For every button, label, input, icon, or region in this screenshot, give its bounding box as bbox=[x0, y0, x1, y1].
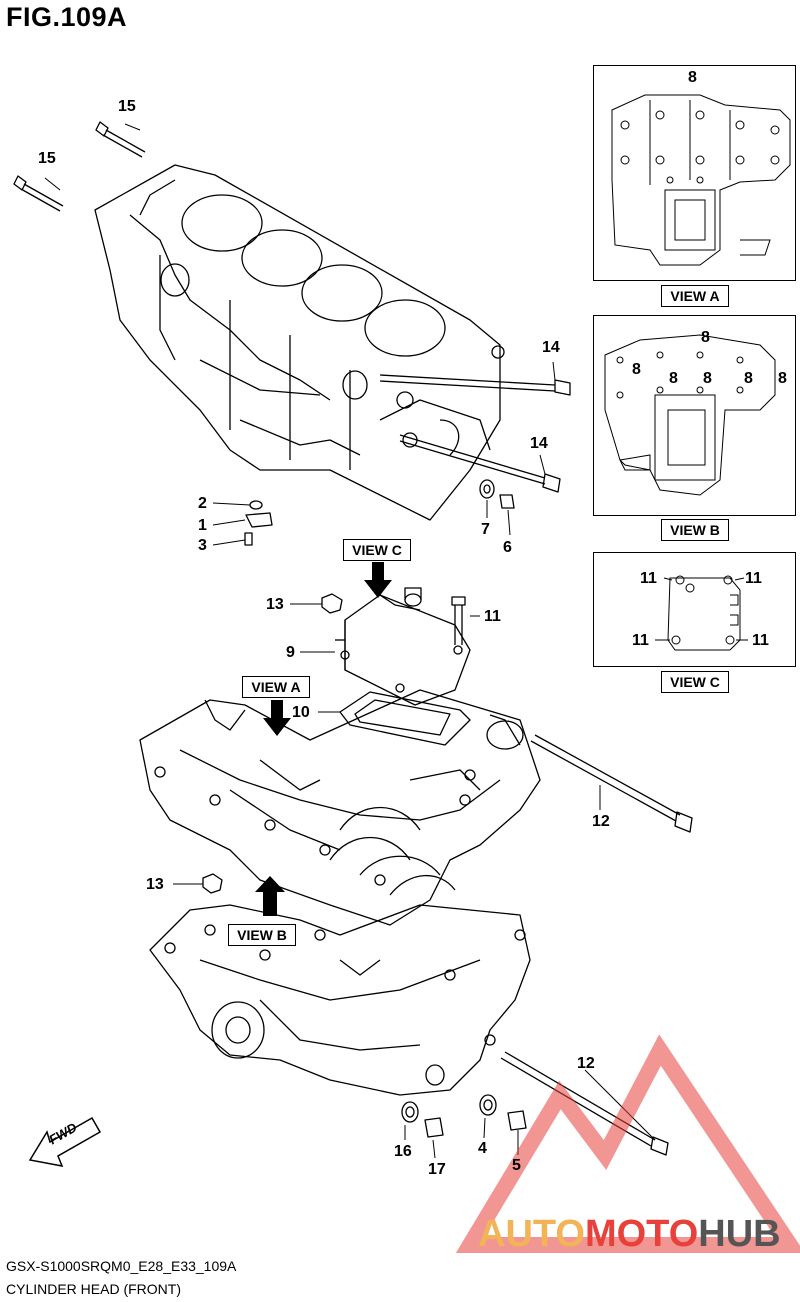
callout-9: 9 bbox=[286, 644, 295, 661]
view-c-callout-11-br: 11 bbox=[752, 632, 769, 649]
watermark-auto: AUTO bbox=[478, 1213, 585, 1255]
bolt-11 bbox=[451, 596, 466, 645]
callout-10: 10 bbox=[292, 704, 310, 721]
bolt-15-lower bbox=[13, 175, 64, 212]
arrow-view-a bbox=[263, 700, 291, 736]
figure-title: FIG.109A bbox=[6, 2, 128, 32]
watermark-text: AUTOMOTOHUB bbox=[478, 1213, 781, 1256]
callout-1: 1 bbox=[198, 517, 207, 534]
view-b-marker: VIEW B bbox=[228, 924, 296, 946]
upper-crankcase bbox=[94, 164, 505, 521]
callout-13-upper: 13 bbox=[266, 596, 284, 613]
bolt-14-upper bbox=[379, 374, 571, 396]
diagram-caption: CYLINDER HEAD (FRONT) bbox=[6, 1281, 182, 1297]
view-c-marker: VIEW C bbox=[343, 539, 411, 561]
bolt-14-lower bbox=[399, 434, 561, 493]
lower-crankcase bbox=[139, 689, 541, 926]
view-c-panel bbox=[593, 552, 796, 667]
view-c-drawing bbox=[667, 575, 741, 651]
separator-cover bbox=[335, 587, 471, 706]
view-a-drawing bbox=[611, 94, 791, 266]
arrow-view-b bbox=[255, 876, 285, 916]
watermark-moto: MOTO bbox=[584, 1213, 699, 1255]
view-a-caption: VIEW A bbox=[661, 285, 729, 307]
callout-2: 2 bbox=[198, 495, 207, 512]
callout-15-top: 15 bbox=[118, 98, 136, 115]
callout-17: 17 bbox=[428, 1161, 446, 1178]
callout-16: 16 bbox=[394, 1143, 412, 1160]
view-b-callout-8-left: 8 bbox=[632, 361, 641, 378]
callout-3: 3 bbox=[198, 537, 207, 554]
callout-6: 6 bbox=[503, 539, 512, 556]
callout-12-lower: 12 bbox=[577, 1055, 595, 1072]
callout-12-upper: 12 bbox=[592, 813, 610, 830]
callout-7: 7 bbox=[481, 521, 490, 538]
callout-13-lower: 13 bbox=[146, 876, 164, 893]
view-b-callout-8-mid2: 8 bbox=[703, 370, 712, 387]
callout-4: 4 bbox=[478, 1140, 487, 1157]
bolt-12-upper bbox=[530, 734, 693, 833]
watermark-logo bbox=[455, 1034, 800, 1253]
view-b-caption: VIEW B bbox=[661, 519, 729, 541]
view-a-callout-8: 8 bbox=[688, 69, 697, 86]
view-a-panel bbox=[593, 65, 796, 281]
view-b-callout-8-right: 8 bbox=[744, 370, 753, 387]
view-b-callout-8-edge: 8 bbox=[778, 370, 787, 387]
oil-pan bbox=[149, 904, 531, 1096]
callout-5: 5 bbox=[512, 1157, 521, 1174]
view-c-callout-11-bl: 11 bbox=[632, 632, 649, 649]
callout-14-lower: 14 bbox=[530, 435, 548, 452]
view-b-drawing bbox=[604, 334, 776, 496]
view-b-panel bbox=[593, 315, 796, 516]
view-c-caption: VIEW C bbox=[661, 671, 729, 693]
bolt-15-upper bbox=[95, 121, 146, 158]
callout-15-side: 15 bbox=[38, 150, 56, 167]
callout-11: 11 bbox=[484, 608, 501, 625]
view-b-callout-8-top: 8 bbox=[701, 329, 710, 346]
fwd-arrow bbox=[28, 1116, 102, 1167]
callout-14-upper: 14 bbox=[542, 339, 560, 356]
view-c-callout-11-tr: 11 bbox=[745, 570, 762, 587]
model-code: GSX-S1000SRQM0_E28_E33_109A bbox=[6, 1258, 237, 1274]
view-b-callout-8-mid: 8 bbox=[669, 370, 678, 387]
view-a-marker: VIEW A bbox=[242, 676, 310, 698]
watermark-hub: HUB bbox=[698, 1213, 781, 1255]
view-c-callout-11-tl: 11 bbox=[640, 570, 657, 587]
arrow-view-c bbox=[364, 562, 392, 598]
